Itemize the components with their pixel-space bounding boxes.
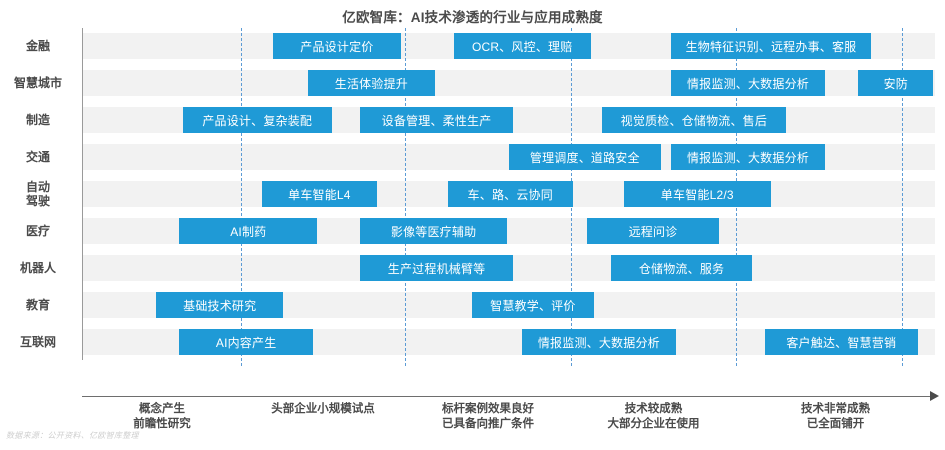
bar-4-2[interactable]: 单车智能L2/3 xyxy=(624,181,771,207)
row-label-line1: 制造 xyxy=(25,113,50,127)
row-label-line1: 互联网 xyxy=(19,335,56,349)
bar-0-1[interactable]: OCR、风控、理赔 xyxy=(453,33,591,59)
row-label-1: 智慧城市 xyxy=(0,76,76,90)
bar-2-1[interactable]: 设备管理、柔性生产 xyxy=(359,107,514,133)
row-label-line1: 自动 xyxy=(25,180,50,194)
bar-2-0[interactable]: 产品设计、复杂装配 xyxy=(182,107,332,133)
x-stage-label-line2: 前瞻性研究 xyxy=(133,418,191,430)
bar-8-1[interactable]: 情报监测、大数据分析 xyxy=(521,329,676,355)
bar-8-0[interactable]: AI内容产生 xyxy=(179,329,314,355)
bar-5-1[interactable]: 影像等医疗辅助 xyxy=(359,218,508,244)
x-stage-label-line1: 头部企业小规模试点 xyxy=(271,403,375,415)
bar-1-2[interactable]: 安防 xyxy=(858,70,934,96)
bar-4-1[interactable]: 车、路、云协同 xyxy=(447,181,573,207)
bar-1-0[interactable]: 生活体验提升 xyxy=(307,70,435,96)
bar-3-0[interactable]: 管理调度、道路安全 xyxy=(509,144,661,170)
bar-8-2[interactable]: 客户触达、智慧营销 xyxy=(764,329,918,355)
x-stage-label-0: 概念产生前瞻性研究 xyxy=(82,402,242,432)
source-note: 数据来源：公开资料、亿欧智库整理 xyxy=(6,431,139,440)
row-label-0: 金融 xyxy=(0,39,76,53)
row-label-line2: 驾驶 xyxy=(25,194,50,208)
row-label-line1: 机器人 xyxy=(19,261,56,275)
stage-divider-1 xyxy=(405,28,406,366)
bar-7-0[interactable]: 基础技术研究 xyxy=(156,292,284,318)
x-axis-arrow-icon xyxy=(930,391,939,401)
row-label-5: 医疗 xyxy=(0,224,76,238)
bar-1-1[interactable]: 情报监测、大数据分析 xyxy=(670,70,826,96)
bar-2-2[interactable]: 视觉质检、仓储物流、售后 xyxy=(601,107,786,133)
row-label-3: 交通 xyxy=(0,150,76,164)
x-stage-label-line1: 标杆案例效果良好 xyxy=(442,403,534,415)
page-title: 亿欧智库：AI技术渗透的行业与应用成熟度 xyxy=(342,10,603,25)
row-label-4: 自动驾驶 xyxy=(0,180,76,208)
bar-5-2[interactable]: 远程问诊 xyxy=(587,218,719,244)
x-stage-label-2: 标杆案例效果良好已具备向推广条件 xyxy=(408,402,568,432)
row-label-2: 制造 xyxy=(0,113,76,127)
bar-0-2[interactable]: 生物特征识别、远程办事、客服 xyxy=(670,33,872,59)
x-stage-label-3: 技术较成熟大部分企业在使用 xyxy=(574,402,734,432)
x-stage-label-line1: 技术非常成熟 xyxy=(801,403,870,415)
row-label-line1: 医疗 xyxy=(25,224,50,238)
row-label-line1: 智慧城市 xyxy=(13,76,62,90)
bar-6-1[interactable]: 仓储物流、服务 xyxy=(611,255,752,281)
stage-divider-0 xyxy=(241,28,242,366)
x-stage-label-line1: 技术较成熟 xyxy=(624,403,683,415)
x-stage-label-line2: 大部分企业在使用 xyxy=(607,418,700,430)
x-stage-label-line2: 已全面铺开 xyxy=(806,418,865,430)
x-stage-label-1: 头部企业小规模试点 xyxy=(243,402,403,417)
row-label-6: 机器人 xyxy=(0,261,76,275)
bar-7-1[interactable]: 智慧教学、评价 xyxy=(471,292,595,318)
chart-plot-area: 金融智慧城市制造交通自动驾驶医疗机器人教育互联网 产品设计定价 OCR、风控、理赔… xyxy=(0,28,945,430)
x-axis-line xyxy=(82,396,933,397)
y-axis-line xyxy=(82,28,83,360)
row-label-line1: 金融 xyxy=(25,39,50,53)
row-label-line1: 交通 xyxy=(25,150,50,164)
x-stage-label-line2: 已具备向推广条件 xyxy=(442,418,534,430)
bar-5-0[interactable]: AI制药 xyxy=(179,218,318,244)
row-label-7: 教育 xyxy=(0,298,76,312)
x-stage-label-line1: 概念产生 xyxy=(139,403,185,415)
bar-4-0[interactable]: 单车智能L4 xyxy=(261,181,377,207)
row-label-line1: 教育 xyxy=(25,298,50,312)
stage-divider-4 xyxy=(902,28,903,366)
bar-3-1[interactable]: 情报监测、大数据分析 xyxy=(670,144,826,170)
row-label-8: 互联网 xyxy=(0,335,76,349)
bar-0-0[interactable]: 产品设计定价 xyxy=(272,33,401,59)
x-stage-label-4: 技术非常成熟已全面铺开 xyxy=(756,402,916,432)
bar-6-0[interactable]: 生产过程机械臂等 xyxy=(359,255,514,281)
